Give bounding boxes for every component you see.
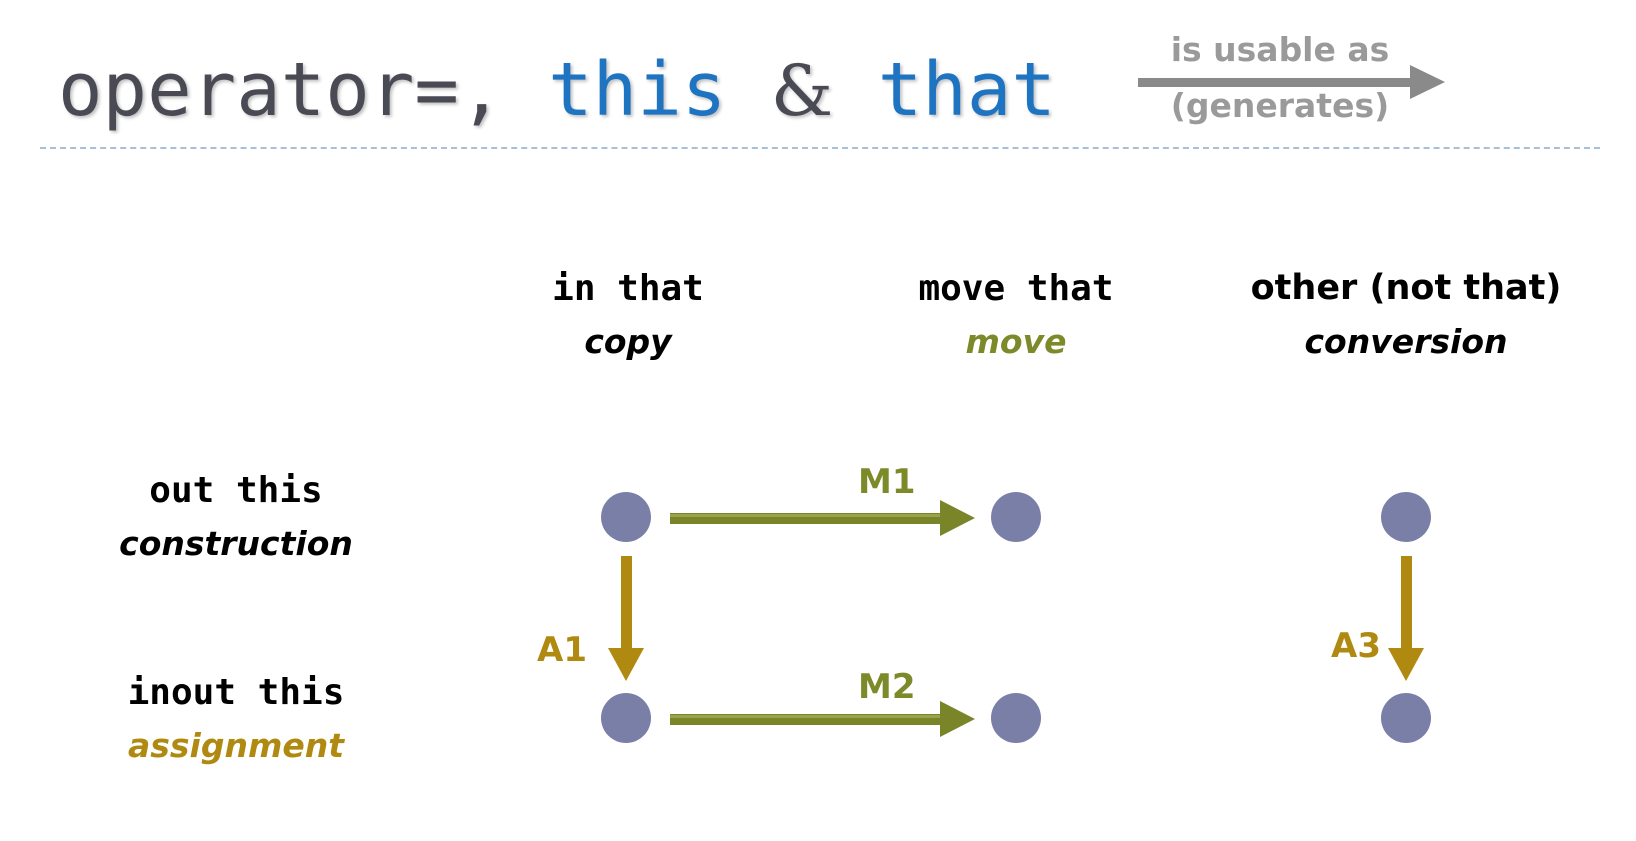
node-out-this-other: [1381, 492, 1431, 542]
edge-m1-arrow: [670, 500, 975, 536]
edge-label-a3: A3: [1331, 626, 1381, 666]
column-sub-conversion: conversion: [1304, 322, 1508, 361]
column-header-in-that: in that: [552, 268, 704, 309]
column-header-move-that: move that: [918, 268, 1114, 309]
title-operator: operator=,: [58, 47, 504, 133]
column-sub-move: move: [965, 322, 1067, 361]
column-header-other: other (not that): [1250, 268, 1562, 308]
edge-label-m1: M1: [858, 462, 916, 502]
edge-m2-arrow: [670, 701, 975, 737]
column-sub-copy: copy: [584, 322, 672, 361]
node-out-this-in-that: [601, 492, 651, 542]
legend-line-2: (generates): [1170, 86, 1390, 125]
title-this: this: [548, 47, 727, 133]
row-sub-construction: construction: [119, 524, 353, 563]
node-out-this-move-that: [991, 492, 1041, 542]
edge-a1-arrow: [608, 556, 644, 681]
node-inout-this-other: [1381, 693, 1431, 743]
legend-arrow: [1138, 65, 1445, 99]
edge-label-m2: M2: [858, 667, 916, 707]
row-header-inout-this: inout this: [127, 672, 345, 713]
title-that: that: [877, 47, 1056, 133]
title-ampersand: &: [770, 50, 834, 132]
edge-label-a1: A1: [537, 630, 587, 670]
edge-a3-arrow: [1388, 556, 1424, 681]
row-sub-assignment: assignment: [127, 726, 345, 765]
page-title: operator=, this & that: [58, 40, 1056, 141]
node-inout-this-in-that: [601, 693, 651, 743]
title-divider: [40, 147, 1600, 149]
node-inout-this-move-that: [991, 693, 1041, 743]
legend-line-1: is usable as: [1170, 30, 1390, 69]
row-header-out-this: out this: [149, 470, 323, 511]
